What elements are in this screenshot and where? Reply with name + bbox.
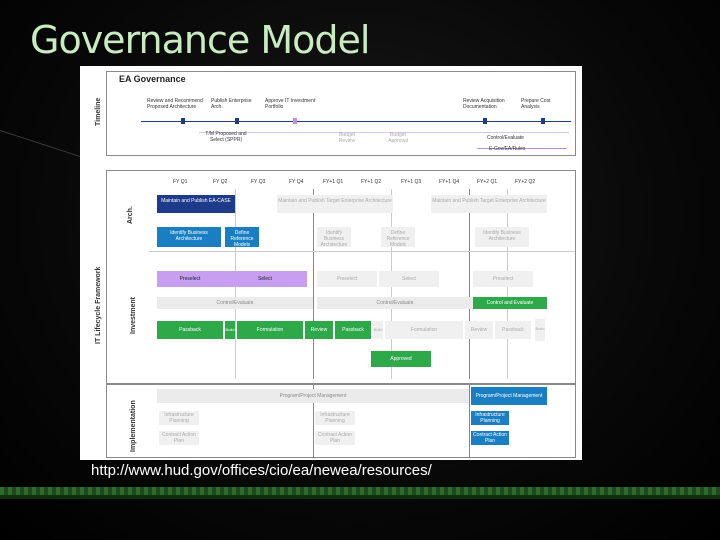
box-preselect: Preselect bbox=[157, 271, 223, 287]
fy-boundary bbox=[469, 385, 470, 457]
box-infra-ghost: Infrastructure Planning bbox=[315, 411, 355, 425]
timeline-arrow bbox=[477, 148, 567, 149]
quarter-label: FY Q1 bbox=[173, 179, 188, 185]
box-build-ghost: Build bbox=[535, 319, 545, 341]
box-contract-ghost: Contract Action Plan bbox=[315, 431, 355, 445]
box-ghost: Identify Business Architecture bbox=[317, 227, 351, 248]
fy-boundary bbox=[313, 189, 314, 379]
box-infra-ghost: Infrastructure Planning bbox=[159, 411, 199, 425]
box-ghost: Define Reference Models bbox=[381, 227, 415, 248]
tl-control: Control/Evaluate bbox=[487, 135, 524, 141]
box-preselect-ghost: Preselect bbox=[317, 271, 377, 287]
quarter-label: FY+1 Q1 bbox=[323, 179, 344, 185]
timeline-axis bbox=[141, 121, 571, 122]
quarter-label: FY+1 Q2 bbox=[361, 179, 382, 185]
timeline-marker bbox=[181, 118, 185, 124]
box-approved: Approved bbox=[371, 351, 431, 367]
quarter-label: FY+2 Q2 bbox=[515, 179, 536, 185]
governance-diagram: Timeline EA Governance Review and Recomm… bbox=[80, 66, 582, 460]
box-contract: Contract Action Plan bbox=[471, 431, 509, 445]
box-formulation-ghost: Formulation bbox=[385, 321, 463, 339]
fy-boundary bbox=[313, 385, 314, 457]
timeline-marker bbox=[293, 118, 297, 124]
timeline-arrow bbox=[199, 132, 569, 133]
tl-publish: Publish Enterprise Arch. bbox=[211, 98, 252, 110]
box-ppm-ghost: Program/Project Management bbox=[157, 389, 469, 403]
box-ppm: Program/Project Management bbox=[471, 387, 547, 405]
tl-budget-review: Budget Review bbox=[338, 132, 356, 144]
box-maintain: Maintain and Publish EA-CASE bbox=[157, 195, 235, 213]
box-ghost: Identify Business Architecture bbox=[475, 227, 529, 247]
box-contract-ghost: Contract Action Plan bbox=[159, 431, 199, 445]
row-divider bbox=[149, 251, 575, 252]
box-review: Review bbox=[305, 321, 333, 339]
timeline-section: EA Governance Review and Recommend Propo… bbox=[106, 71, 576, 156]
box-select: Select bbox=[223, 271, 307, 287]
quarter-label: FY Q2 bbox=[213, 179, 228, 185]
box-formulation: Formulation bbox=[237, 321, 303, 339]
box-infra: Infrastructure Planning bbox=[471, 411, 509, 425]
slide-title: Governance Model bbox=[30, 18, 370, 62]
quarter-label: FY+1 Q3 bbox=[401, 179, 422, 185]
box-passback-ghost: Passback bbox=[495, 321, 531, 339]
box-identify: Identify Business Architecture bbox=[157, 227, 221, 247]
footer-stripe-dark bbox=[0, 495, 720, 499]
box-control: Control/Evaluate bbox=[157, 297, 313, 309]
box-control: Control/Evaluate bbox=[317, 297, 473, 309]
box-passback: Passback bbox=[157, 321, 223, 339]
tl-eis: E-Gov/EA/Rules bbox=[489, 146, 526, 152]
fy-boundary bbox=[469, 189, 470, 379]
tl-tm: T/M Proposed and Select (SPPR) bbox=[205, 131, 247, 143]
tl-review-acq: Review Acquisition Documentation bbox=[463, 98, 505, 110]
timeline-marker bbox=[235, 118, 239, 124]
timeline-marker bbox=[483, 118, 487, 124]
implementation-section: Program/Project Management Program/Proje… bbox=[106, 384, 576, 458]
box-maintain-ghost: Maintain and Publish Target Enterprise A… bbox=[431, 195, 547, 213]
box-define: Define Reference Models bbox=[225, 227, 259, 248]
timeline-marker bbox=[541, 118, 545, 124]
label-timeline: Timeline bbox=[95, 97, 102, 126]
tl-review: Review and Recommend Proposed Architectu… bbox=[147, 98, 203, 110]
box-passback: Passback bbox=[335, 321, 371, 339]
quarter-label: FY Q4 bbox=[289, 179, 304, 185]
box-build: Build bbox=[225, 321, 235, 339]
diagram-heading: EA Governance bbox=[119, 74, 186, 84]
source-url: http://www.hud.gov/offices/cio/ea/newea/… bbox=[91, 462, 432, 479]
box-control-evaluate: Control and Evaluate bbox=[473, 297, 547, 309]
quarter-label: FY+1 Q4 bbox=[439, 179, 460, 185]
tl-budget-approval: Budget Approval bbox=[388, 132, 408, 144]
label-itlf: IT Lifecycle Framework bbox=[95, 266, 102, 344]
quarter-label: FY Q3 bbox=[251, 179, 266, 185]
itlf-section: FY Q1 FY Q2 FY Q3 FY Q4 FY+1 Q1 FY+1 Q2 … bbox=[106, 170, 576, 384]
box-build-ghost: Build bbox=[373, 321, 383, 339]
tl-approve: Approve IT Investment Portfolio bbox=[265, 98, 316, 110]
tl-prepare: Prepare Cost Analysis bbox=[521, 98, 551, 110]
box-maintain-ghost: Maintain and Publish Target Enterprise A… bbox=[277, 195, 393, 213]
footer-stripe bbox=[0, 487, 720, 495]
box-select-ghost: Select bbox=[379, 271, 439, 287]
quarter-label: FY+2 Q1 bbox=[477, 179, 498, 185]
box-preselect-ghost: Preselect bbox=[473, 271, 533, 287]
box-review-ghost: Review bbox=[465, 321, 493, 339]
